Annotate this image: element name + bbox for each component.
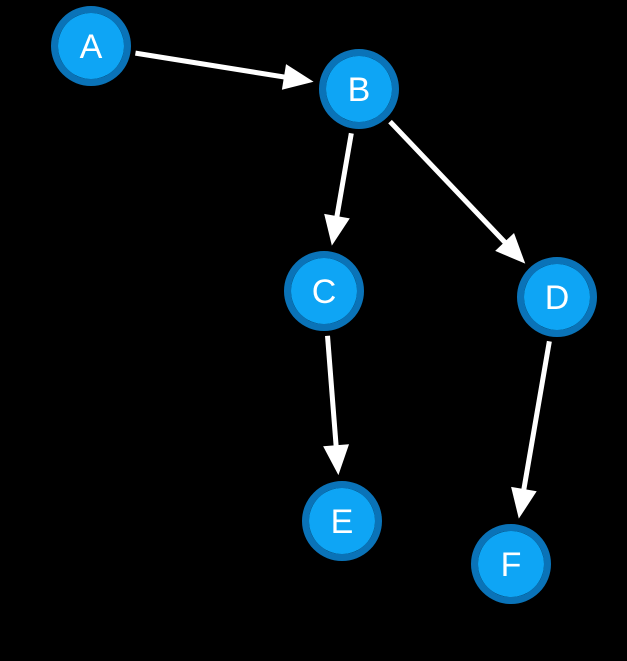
node-circle [478,531,544,597]
edge-b-d[interactable] [388,119,526,264]
edge-a-b[interactable] [135,50,314,90]
edge-line [325,335,339,449]
arrowhead-icon [324,213,350,246]
edge-line [520,340,552,493]
node-ring [284,251,364,331]
edges-layer [135,50,552,519]
arrowhead-icon [495,232,526,264]
node-ring [471,524,551,604]
node-label: A [80,28,103,66]
node-label: D [545,279,570,317]
node-ring [319,49,399,129]
graph-node-a[interactable]: A [51,6,131,86]
edge-line [333,132,354,220]
node-label: C [312,273,337,311]
graph-node-e[interactable]: E [302,481,382,561]
edge-line [135,50,288,80]
node-ring [517,257,597,337]
node-label: B [348,71,371,109]
edge-c-e[interactable] [323,335,350,476]
node-ring [51,6,131,86]
arrowhead-icon [323,444,350,476]
graph-node-c[interactable]: C [284,251,364,331]
node-label: F [501,546,522,584]
node-circle [291,258,357,324]
edge-line [388,119,509,246]
nodes-layer: A B C D E F [51,6,597,604]
node-circle [326,56,392,122]
node-circle [58,13,124,79]
node-circle [309,488,375,554]
node-circle [524,264,590,330]
edge-b-c[interactable] [324,132,354,246]
node-label: E [331,503,354,541]
graph-node-d[interactable]: D [517,257,597,337]
graph-node-b[interactable]: B [319,49,399,129]
arrowhead-icon [281,64,314,90]
node-ring [302,481,382,561]
arrowhead-icon [511,486,537,519]
graph-node-f[interactable]: F [471,524,551,604]
edge-d-f[interactable] [511,340,552,519]
